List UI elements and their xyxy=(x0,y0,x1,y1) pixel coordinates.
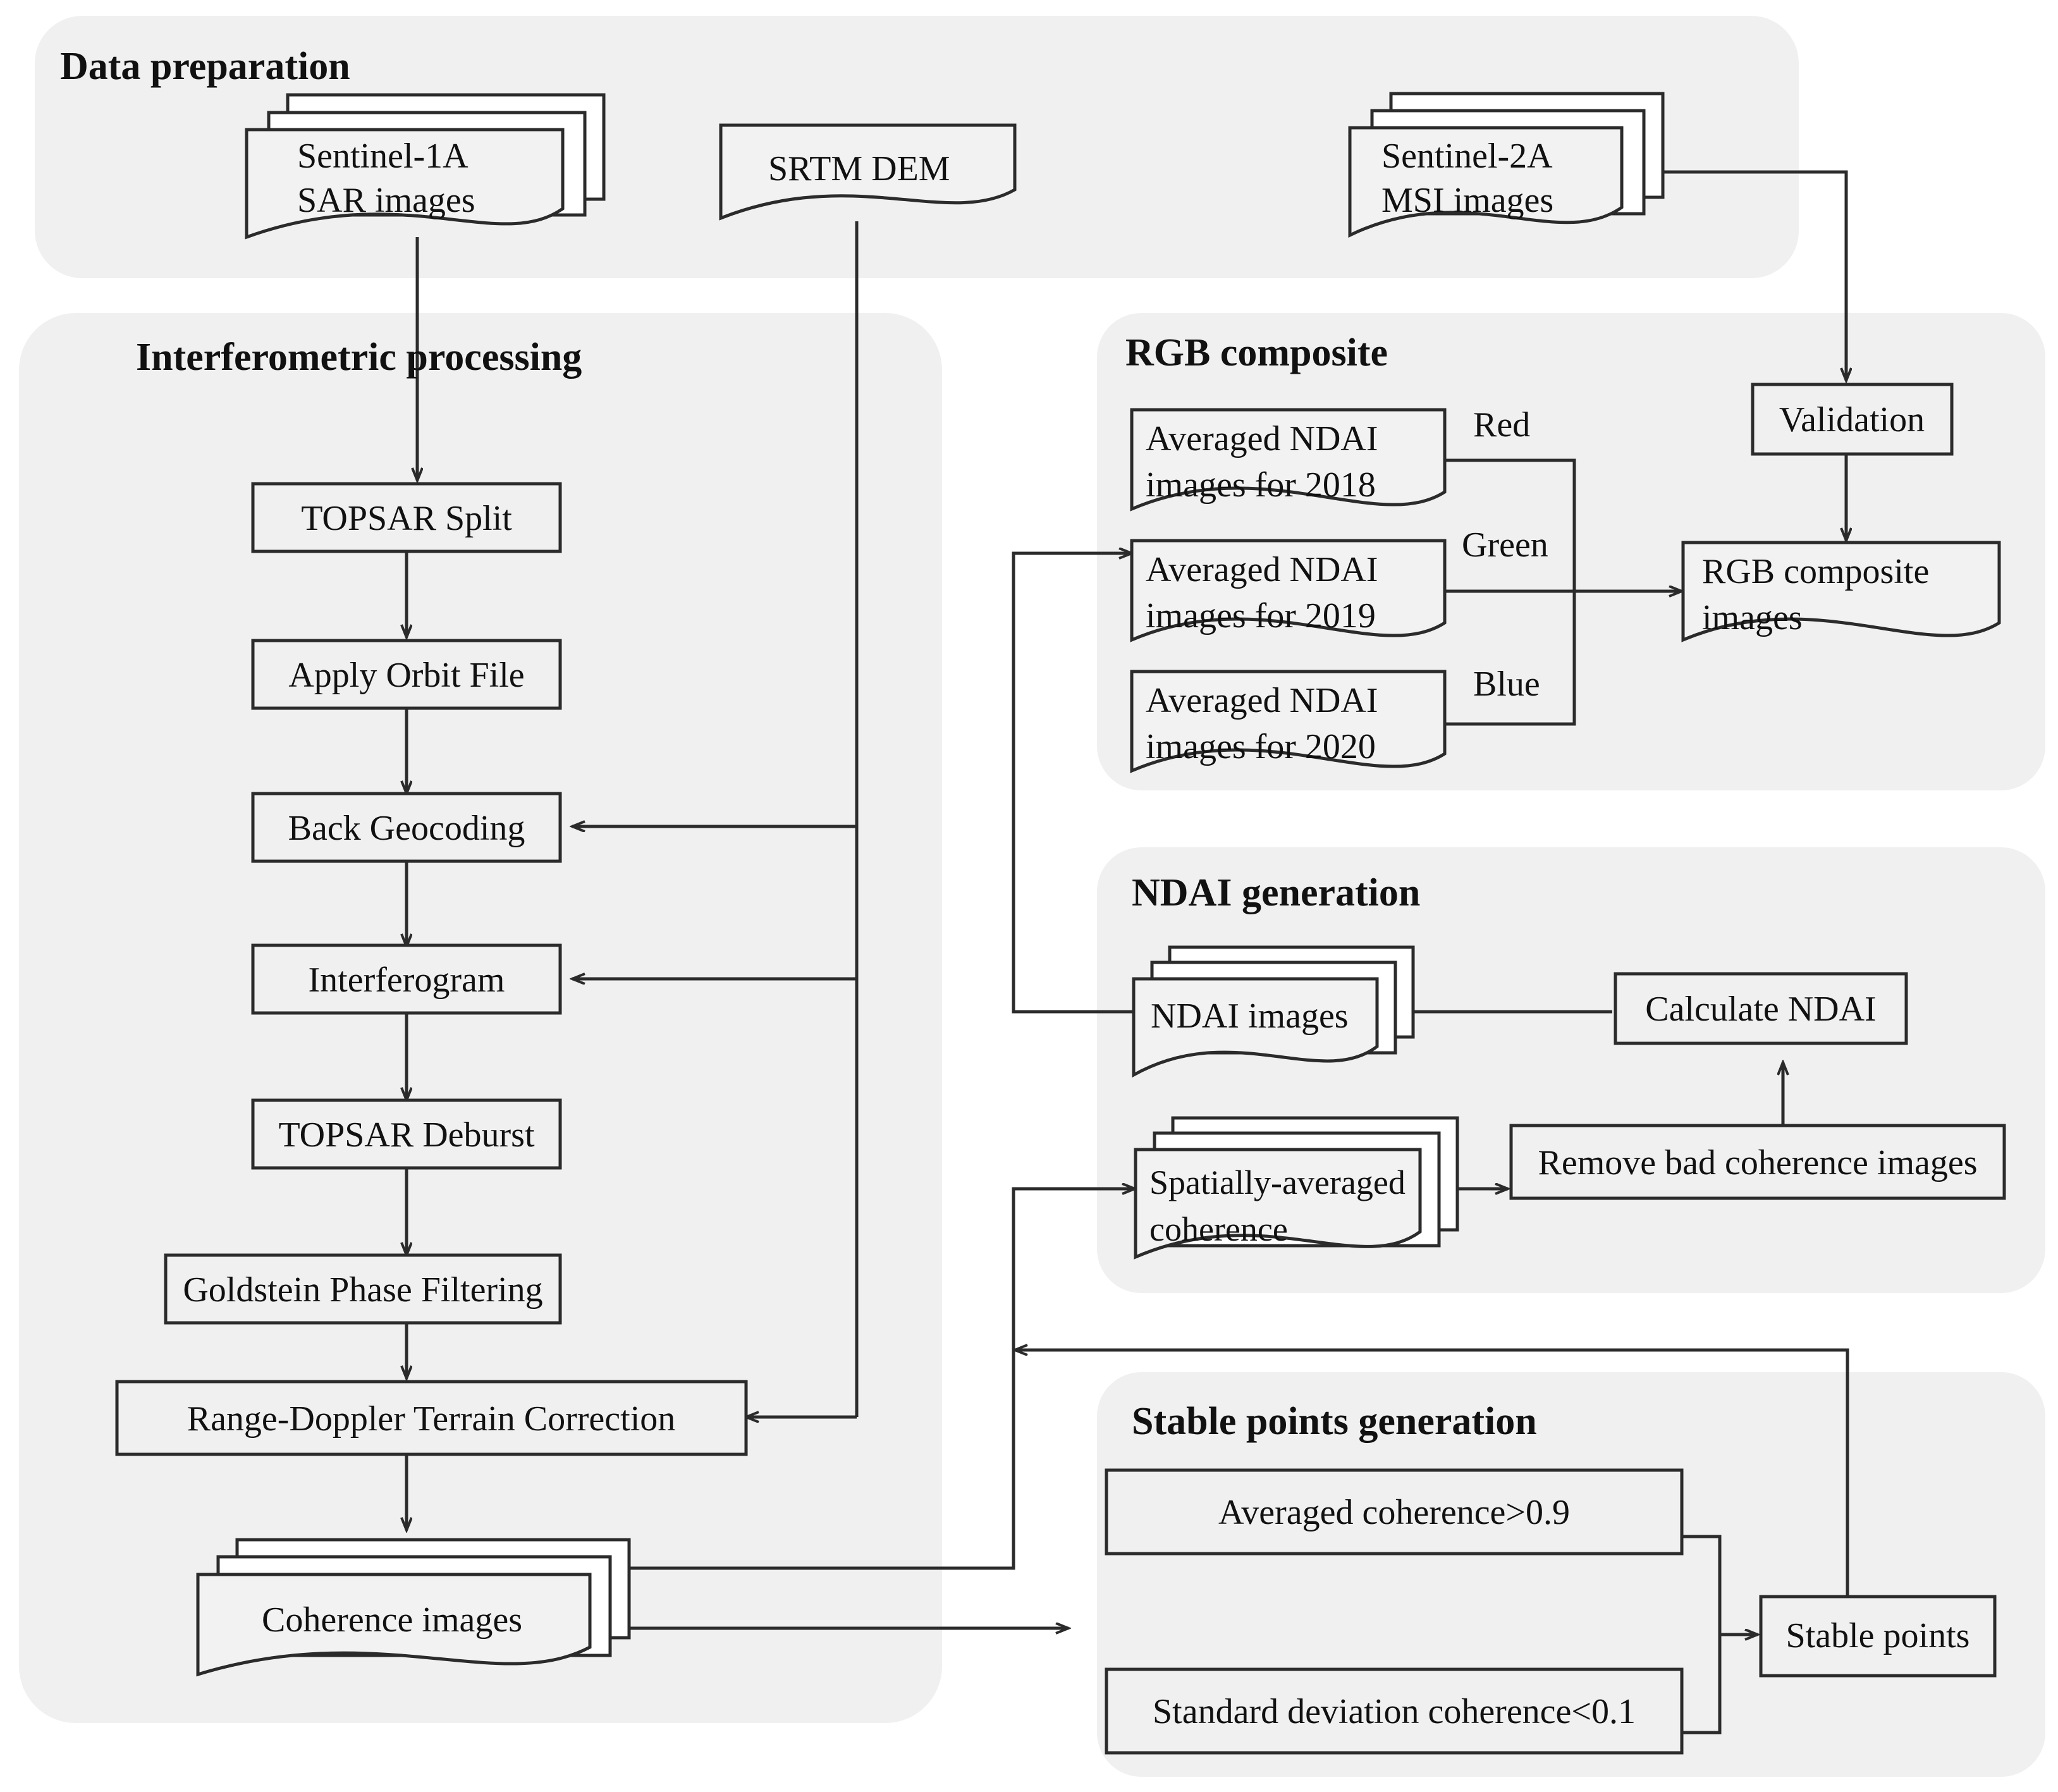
node-label: images xyxy=(1702,598,1803,637)
edge-stable-points-to-interferometric xyxy=(1015,1350,1849,1597)
node-label: TOPSAR Split xyxy=(301,499,512,538)
node-label: Standard deviation coherence<0.1 xyxy=(1153,1692,1636,1731)
node-label: RGB composite xyxy=(1702,552,1929,591)
node-calculate-ndai[interactable]: Calculate NDAI xyxy=(1614,972,1908,1045)
node-label: MSI images xyxy=(1381,181,1553,220)
node-label: coherence xyxy=(1149,1210,1288,1248)
node-goldstein-phase-filtering[interactable]: Goldstein Phase Filtering xyxy=(164,1253,562,1325)
edge-coherence-to-spatially-averaged xyxy=(629,1189,1135,1570)
edge-label-green: Green xyxy=(1462,525,1548,565)
node-ndai-images[interactable]: NDAI images xyxy=(1132,945,1415,1078)
node-label: Coherence images xyxy=(262,1600,522,1640)
node-rgb-composite-images[interactable]: RGB composite images xyxy=(1681,541,2001,642)
edge-ndai-images-to-averaged-2019 xyxy=(1012,553,1135,1014)
edge-label-blue: Blue xyxy=(1473,665,1540,704)
node-sentinel1a-sar-images[interactable]: Sentinel-1A SAR images xyxy=(245,93,606,240)
node-label: Validation xyxy=(1779,400,1925,439)
node-standard-deviation-coherence-threshold[interactable]: Standard deviation coherence<0.1 xyxy=(1105,1667,1684,1755)
node-topsar-split[interactable]: TOPSAR Split xyxy=(251,482,562,553)
section-title-ndai-generation: NDAI generation xyxy=(1132,871,1420,914)
node-srtm-dem[interactable]: SRTM DEM xyxy=(719,123,1017,221)
node-averaged-ndai-2019[interactable]: Averaged NDAI images for 2019 xyxy=(1130,539,1447,642)
node-back-geocoding[interactable]: Back Geocoding xyxy=(251,792,562,863)
node-label: Apply Orbit File xyxy=(288,656,524,695)
node-averaged-ndai-2020[interactable]: Averaged NDAI images for 2020 xyxy=(1130,670,1447,773)
edge-sentinel2-to-validation xyxy=(1600,170,1846,381)
node-validation[interactable]: Validation xyxy=(1751,383,1954,456)
node-sentinel2a-msi-images[interactable]: Sentinel-2A MSI images xyxy=(1348,92,1665,238)
node-range-doppler-terrain-correction[interactable]: Range-Doppler Terrain Correction xyxy=(115,1380,748,1456)
node-coherence-images[interactable]: Coherence images xyxy=(196,1538,631,1677)
node-label: images for 2018 xyxy=(1146,465,1376,505)
node-label: Goldstein Phase Filtering xyxy=(183,1270,542,1310)
node-label: images for 2020 xyxy=(1146,727,1376,766)
node-averaged-ndai-2018[interactable]: Averaged NDAI images for 2018 xyxy=(1130,408,1447,512)
node-label: Interferogram xyxy=(309,960,505,1000)
node-remove-bad-coherence-images[interactable]: Remove bad coherence images xyxy=(1509,1124,2006,1200)
node-label: Stable points xyxy=(1786,1616,1970,1655)
node-apply-orbit-file[interactable]: Apply Orbit File xyxy=(251,639,562,710)
node-label: Averaged coherence>0.9 xyxy=(1218,1493,1570,1532)
node-label: Averaged NDAI xyxy=(1146,419,1378,458)
node-label: Averaged NDAI xyxy=(1146,681,1378,720)
node-stable-points[interactable]: Stable points xyxy=(1759,1595,1997,1678)
node-label: Averaged NDAI xyxy=(1146,550,1378,589)
node-label: SAR images xyxy=(297,181,475,220)
section-title-data-preparation: Data preparation xyxy=(60,45,350,88)
section-title-interferometric-processing: Interferometric processing xyxy=(136,336,582,379)
section-title-stable-points-generation: Stable points generation xyxy=(1132,1400,1537,1443)
node-label: TOPSAR Deburst xyxy=(278,1115,534,1155)
node-label: Range-Doppler Terrain Correction xyxy=(187,1399,676,1439)
node-label: Sentinel-2A xyxy=(1381,137,1553,176)
edge-label-red: Red xyxy=(1473,405,1530,445)
node-topsar-deburst[interactable]: TOPSAR Deburst xyxy=(251,1098,562,1170)
node-label: Back Geocoding xyxy=(288,809,525,848)
node-label: Calculate NDAI xyxy=(1645,990,1876,1029)
node-averaged-coherence-threshold[interactable]: Averaged coherence>0.9 xyxy=(1105,1468,1684,1556)
edge-avg-coh-to-stable-points xyxy=(1682,1535,1758,1635)
node-spatially-averaged-coherence[interactable]: Spatially-averaged coherence xyxy=(1134,1116,1459,1260)
node-label: images for 2019 xyxy=(1146,596,1376,635)
node-label: NDAI images xyxy=(1151,997,1349,1036)
node-label: Sentinel-1A xyxy=(297,137,469,176)
edge-std-coh-to-stable-points xyxy=(1682,1635,1722,1734)
section-title-rgb-composite: RGB composite xyxy=(1125,331,1388,374)
node-label: Remove bad coherence images xyxy=(1538,1143,1977,1182)
panel-interferometric-processing xyxy=(19,313,942,1723)
node-label: Spatially-averaged xyxy=(1149,1163,1406,1201)
node-label: SRTM DEM xyxy=(768,149,950,188)
node-interferogram[interactable]: Interferogram xyxy=(251,943,562,1015)
